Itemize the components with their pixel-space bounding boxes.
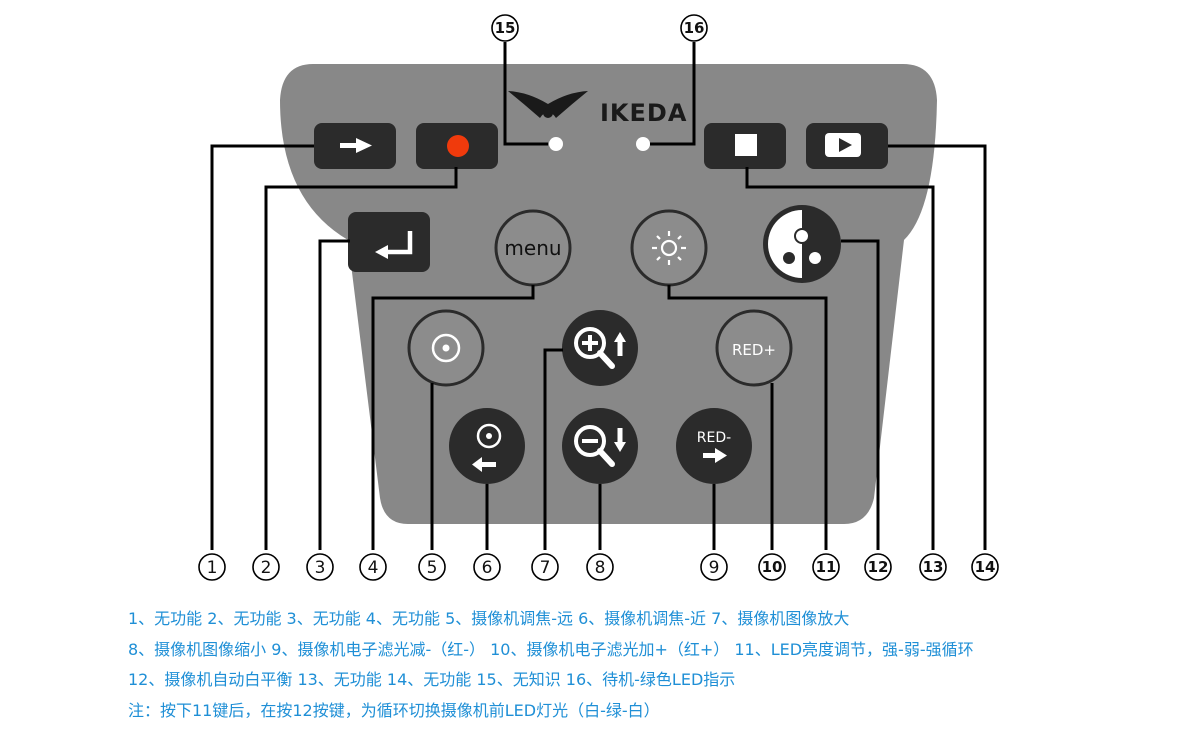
red-minus-label: RED-: [697, 430, 731, 446]
svg-text:14: 14: [975, 558, 996, 576]
menu-key[interactable]: menu: [494, 209, 572, 287]
white-balance-icon: [768, 210, 821, 278]
callout-12: 12: [864, 553, 892, 581]
svg-text:5: 5: [427, 558, 438, 578]
leader-lines: [210, 42, 987, 550]
svg-text:12: 12: [868, 558, 889, 576]
focus-back-icon: [472, 423, 502, 472]
brand-name: IKEDA: [600, 99, 687, 127]
callout-row: 1 2 3 4 5 6 7 8 9 10 11 12 13 14: [198, 553, 999, 581]
sun-icon: [652, 231, 686, 265]
red-plus-label: RED+: [732, 341, 776, 359]
callout-3: 3: [306, 553, 334, 581]
red-plus-key[interactable]: RED+: [715, 309, 793, 387]
red-minus-key[interactable]: RED-: [676, 408, 752, 484]
enter-key[interactable]: [348, 212, 430, 272]
white-balance-key[interactable]: [763, 205, 841, 283]
play-key[interactable]: [806, 123, 888, 169]
svg-text:4: 4: [368, 558, 379, 578]
callout-1: 1: [198, 553, 226, 581]
enter-arrow-icon: [375, 231, 413, 259]
svg-text:9: 9: [709, 558, 720, 578]
svg-text:8: 8: [595, 558, 606, 578]
record-dot-icon: [447, 135, 469, 157]
svg-text:15: 15: [495, 19, 516, 37]
legend-line-2: 8、摄像机图像缩小 9、摄像机电子滤光减-（红-） 10、摄像机电子滤光加+（红…: [128, 639, 974, 659]
zoom-in-icon: [574, 327, 626, 369]
callout-14: 14: [971, 553, 999, 581]
record-key[interactable]: [416, 123, 498, 169]
led-key[interactable]: [630, 209, 708, 287]
callout-8: 8: [586, 553, 614, 581]
svg-text:13: 13: [923, 558, 944, 576]
zoom-in-key[interactable]: [562, 310, 638, 386]
menu-label: menu: [504, 236, 561, 260]
ikeda-logo: IKEDA: [508, 91, 687, 127]
svg-text:11: 11: [816, 558, 837, 576]
svg-text:3: 3: [315, 558, 326, 578]
callout-15: 15: [491, 14, 519, 42]
legend-line-1: 1、无功能 2、无功能 3、无功能 4、无功能 5、摄像机调焦-远 6、摄像机调…: [128, 609, 850, 628]
function-legend: 1、无功能 2、无功能 3、无功能 4、无功能 5、摄像机调焦-远 6、摄像机调…: [128, 604, 974, 726]
indicator-led-left: [549, 137, 563, 151]
svg-text:2: 2: [261, 558, 272, 578]
callout-5: 5: [418, 553, 446, 581]
arrow-key[interactable]: [314, 123, 396, 169]
svg-text:16: 16: [684, 19, 705, 37]
callout-7: 7: [531, 553, 559, 581]
keypad-diagram: IKEDA menu: [198, 14, 999, 581]
svg-text:1: 1: [207, 558, 218, 578]
callout-11: 11: [812, 553, 840, 581]
callout-4: 4: [359, 553, 387, 581]
zoom-out-icon: [574, 425, 626, 467]
callout-16: 16: [680, 14, 708, 42]
indicator-led-right: [636, 137, 650, 151]
legend-note: 注：按下11键后，在按12按键，为循环切换摄像机前LED灯光（白-绿-白）: [128, 700, 660, 720]
zoom-out-key[interactable]: [562, 408, 638, 484]
legend-line-3: 12、摄像机自动白平衡 13、无功能 14、无功能 15、无知识 16、待机-绿…: [128, 670, 736, 689]
svg-text:6: 6: [482, 558, 493, 578]
svg-text:10: 10: [762, 558, 783, 576]
right-arrow-icon: [703, 448, 727, 463]
callout-9: 9: [700, 553, 728, 581]
svg-text:7: 7: [540, 558, 551, 578]
callout-2: 2: [252, 553, 280, 581]
focus-near-key[interactable]: [449, 408, 525, 484]
callout-6: 6: [473, 553, 501, 581]
focus-far-key[interactable]: [407, 309, 485, 387]
right-arrow-icon: [340, 138, 372, 153]
callout-13: 13: [919, 553, 947, 581]
callout-10: 10: [758, 553, 786, 581]
stop-key[interactable]: [704, 123, 786, 169]
play-triangle-icon: [825, 133, 861, 157]
focus-circle-icon: [431, 333, 461, 363]
stop-square-icon: [735, 134, 757, 156]
